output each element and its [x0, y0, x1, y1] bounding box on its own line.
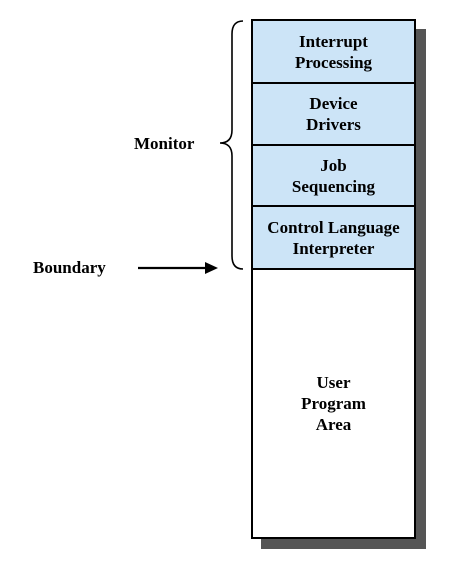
monitor-brace [219, 20, 244, 270]
memory-stack: Interrupt Processing Device Drivers Job … [251, 19, 416, 539]
control-language-interpreter-block: Control Language Interpreter [253, 207, 414, 270]
device-drivers-block: Device Drivers [253, 84, 414, 146]
user-program-area-block: User Program Area [253, 270, 414, 537]
user-program-area-label: User Program Area [301, 373, 366, 434]
boundary-arrow-head [205, 262, 218, 274]
interrupt-processing-block: Interrupt Processing [253, 21, 414, 84]
control-language-interpreter-label: Control Language Interpreter [267, 217, 400, 258]
job-sequencing-block: Job Sequencing [253, 146, 414, 207]
monitor-label: Monitor [134, 134, 195, 153]
boundary-label: Boundary [33, 258, 106, 277]
device-drivers-label: Device Drivers [306, 94, 361, 134]
job-sequencing-label: Job Sequencing [291, 155, 376, 196]
interrupt-processing-label: Interrupt Processing [294, 31, 373, 72]
